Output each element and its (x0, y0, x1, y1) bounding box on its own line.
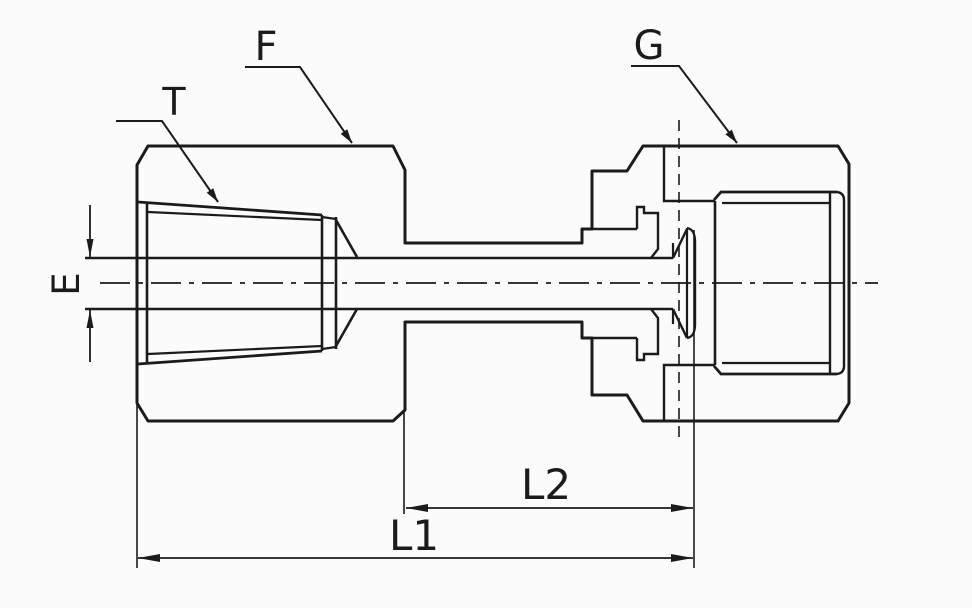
label-hex-flat: F (254, 24, 277, 70)
dimension-e-arrow-bottom (86, 310, 94, 328)
dimension-l2-arrow-right (671, 504, 693, 512)
label-bore-diameter: E (45, 272, 88, 295)
leader-f-arrowhead (340, 129, 352, 143)
female-port-section (712, 190, 846, 376)
fitting-body-outline (135, 144, 851, 423)
leader-g: G (631, 23, 738, 144)
dimension-l1-arrow-left (138, 554, 160, 562)
dimension-l1: L1 (136, 403, 693, 568)
dimension-l1-arrow-right (671, 554, 693, 562)
leader-t-arrowhead (206, 188, 218, 202)
dimension-l2: L2 (403, 230, 695, 568)
label-nut: G (634, 23, 665, 69)
dimension-e-arrow-top (86, 239, 94, 257)
leader-f: F (245, 24, 353, 144)
label-intermediate-length: L2 (521, 460, 571, 509)
nut-internal-lines (662, 146, 715, 421)
dimension-e: E (45, 205, 94, 362)
flare-seat-detail (582, 205, 697, 362)
dimension-l2-arrow-left (406, 504, 428, 512)
leader-g-arrowhead (725, 129, 737, 143)
label-taper-thread: T (161, 80, 186, 124)
taper-thread-section (137, 200, 359, 366)
leader-t: T (116, 80, 219, 203)
bore-lines (85, 256, 673, 311)
label-overall-length: L1 (389, 511, 439, 560)
